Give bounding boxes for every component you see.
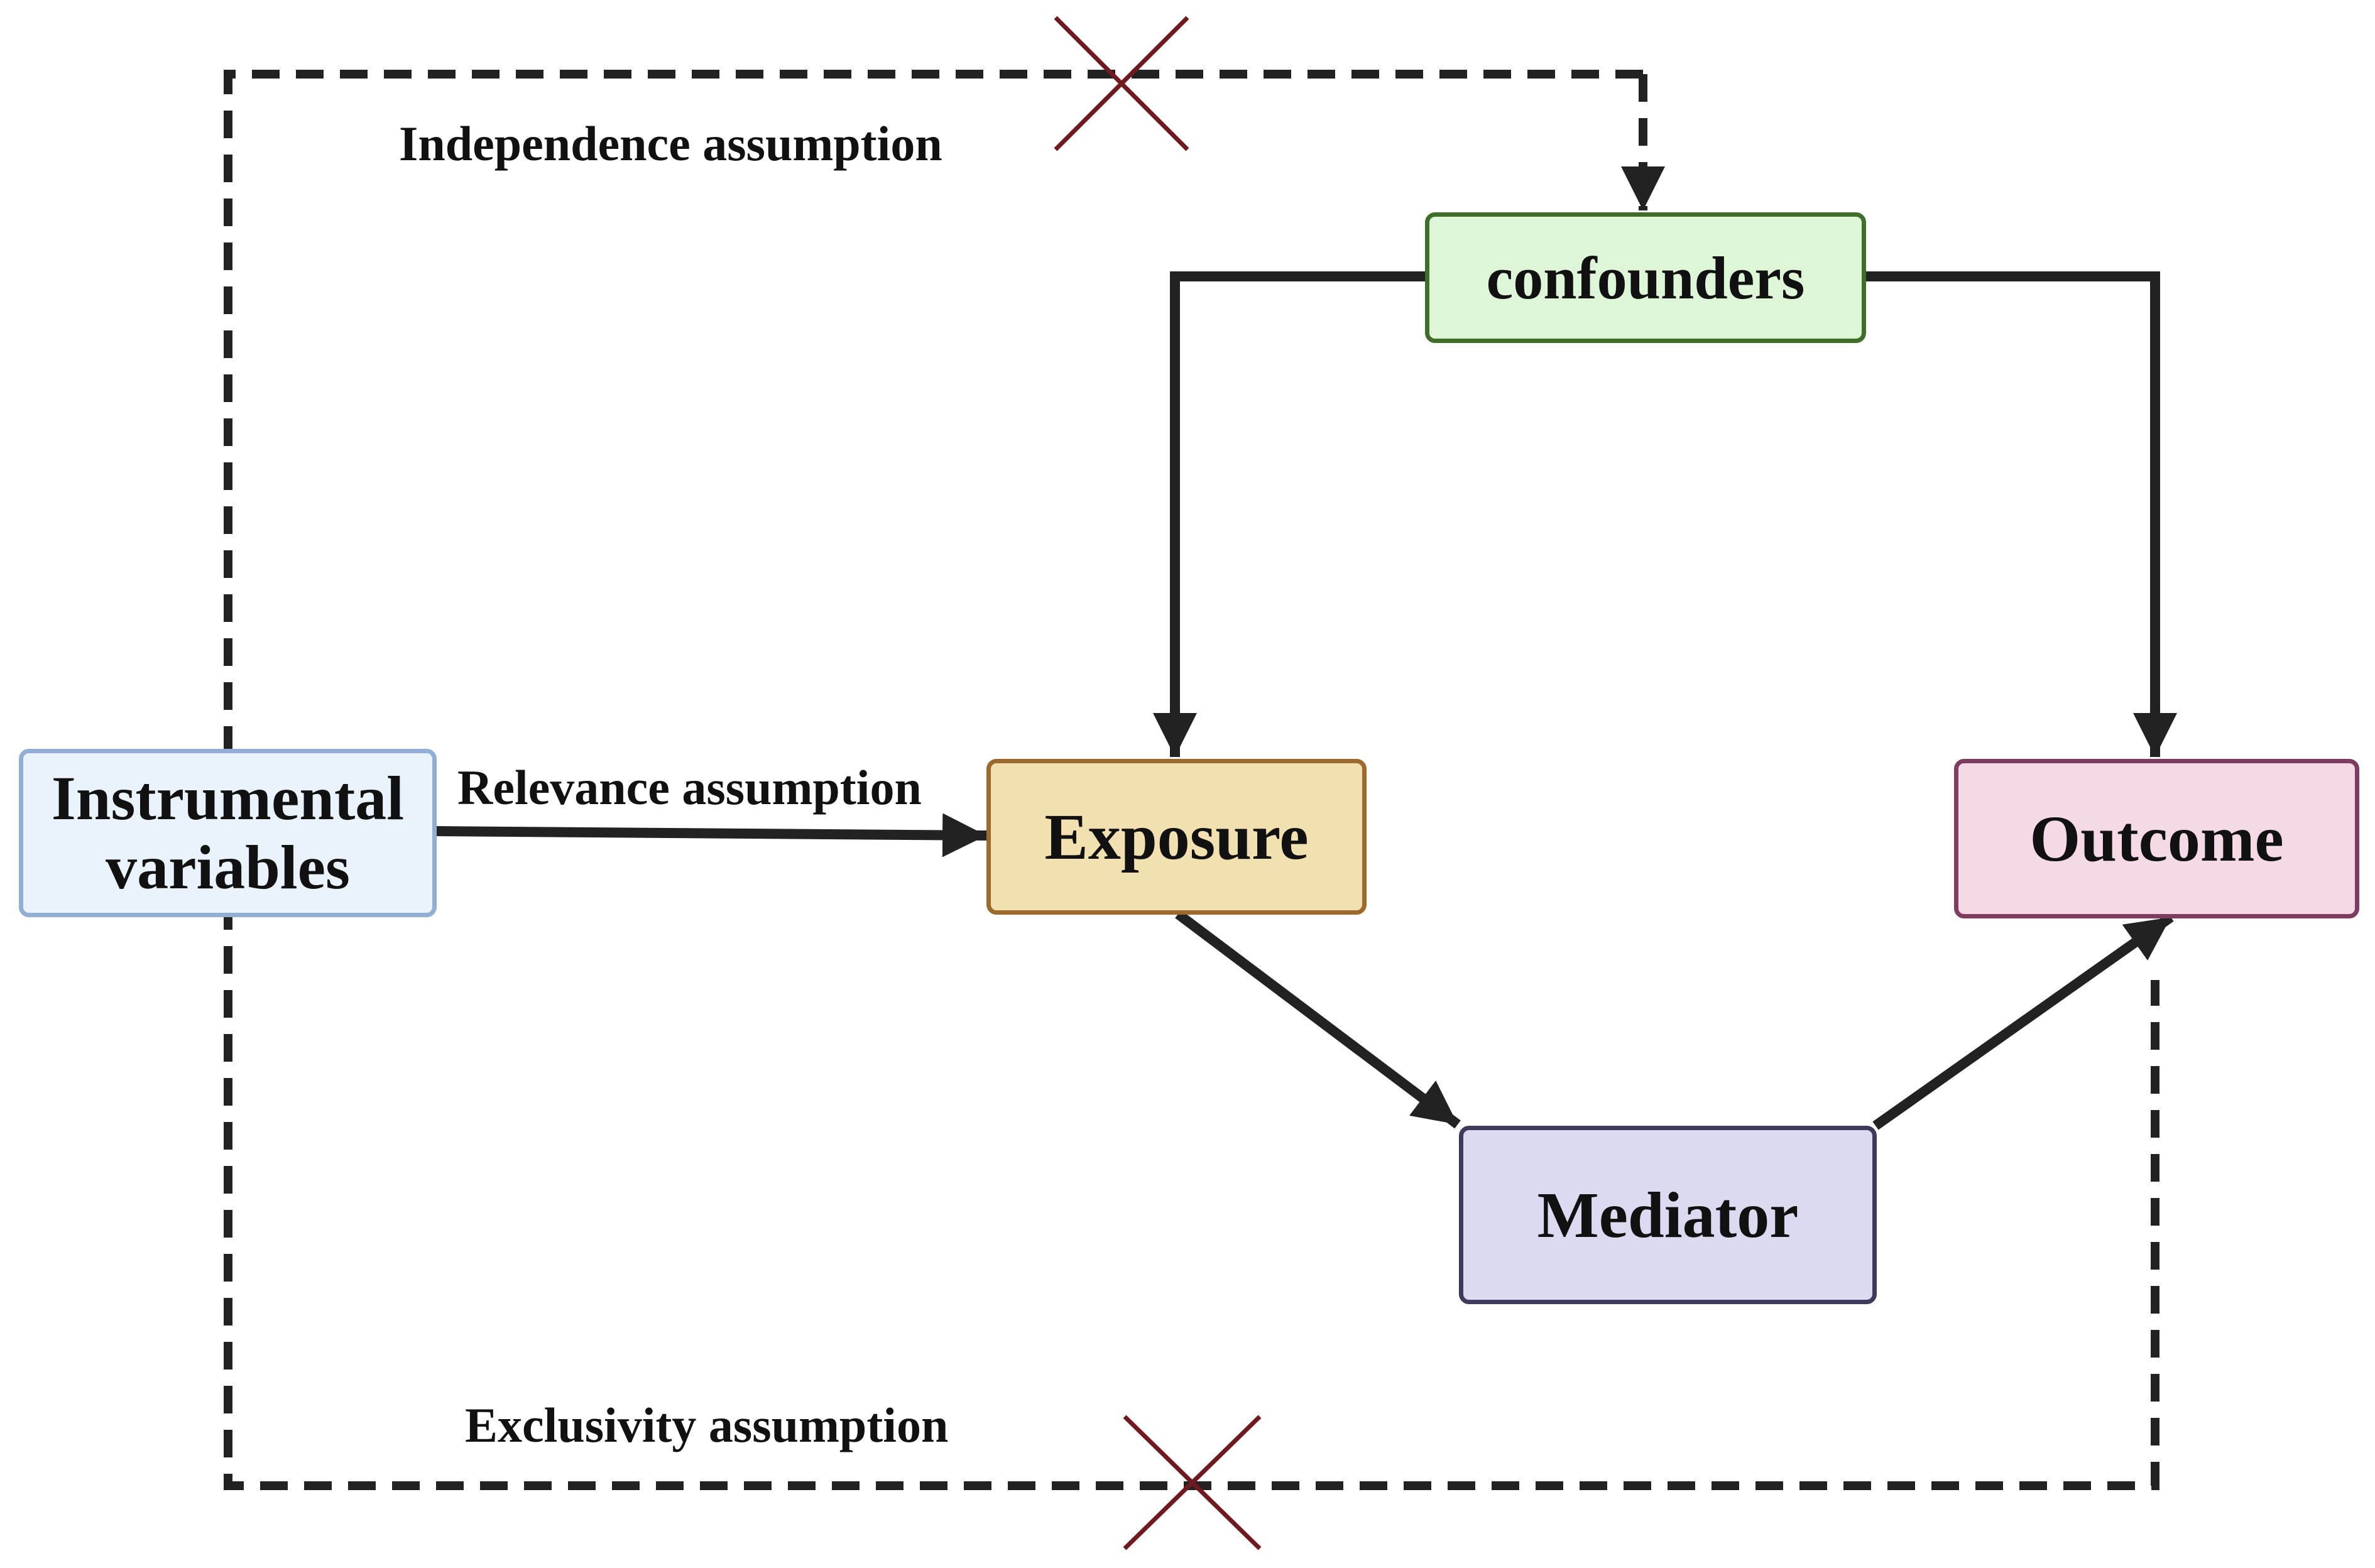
confounders-to-exposure-arrow [1153, 271, 1426, 757]
outcome-node: Outcome [1954, 759, 2359, 918]
mediator-node: Mediator [1459, 1126, 1877, 1304]
independence-cross-icon [1054, 16, 1189, 151]
mediator-to-outcome-arrow [1872, 913, 2174, 1130]
confounders-label: confounders [1486, 244, 1805, 312]
independence-assumption-label: Independence assumption [399, 116, 942, 171]
exclusivity-cross-icon [1123, 1415, 1262, 1550]
exposure-node: Exposure [986, 759, 1367, 915]
instrumental-variables-line2: variables [106, 832, 350, 902]
confounders-node: confounders [1425, 212, 1866, 343]
instrumental-variables-node: Instrumental variables [19, 749, 437, 917]
outcome-label: Outcome [2029, 802, 2284, 875]
exclusivity-assumption-label: Exclusivity assumption [465, 1398, 949, 1452]
relevance-arrow [433, 813, 987, 858]
exposure-label: Exposure [1044, 800, 1309, 873]
mediator-label: Mediator [1537, 1179, 1799, 1251]
instrumental-variables-line1: Instrumental [51, 763, 405, 833]
exposure-to-mediator-arrow [1175, 910, 1461, 1129]
relevance-assumption-label: Relevance assumption [457, 760, 922, 815]
independence-dashed-line [224, 70, 2159, 1490]
confounders-to-outcome-arrow [1863, 271, 2177, 757]
